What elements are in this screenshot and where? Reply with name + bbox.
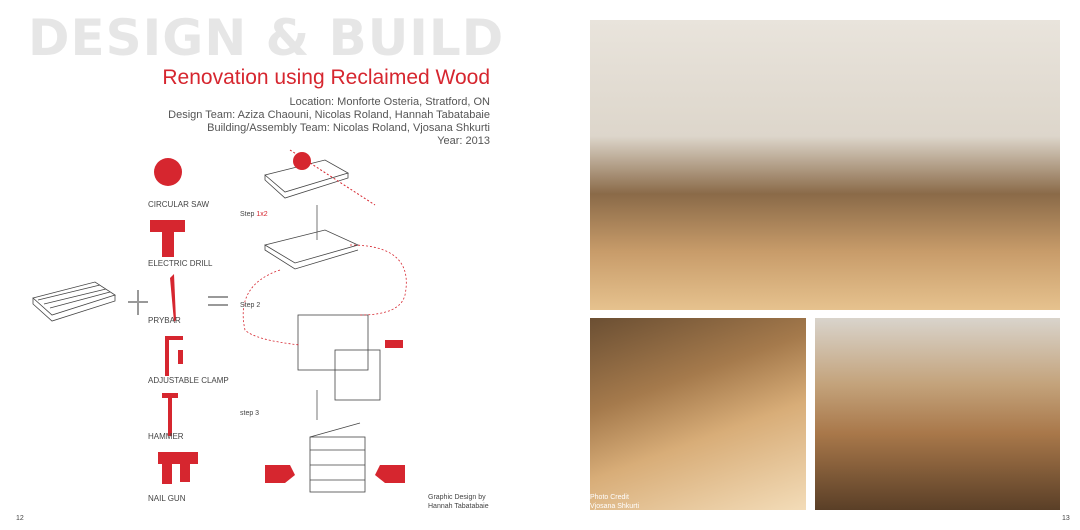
page-title: DESIGN & BUILD — [28, 9, 505, 67]
plus-icon — [128, 290, 148, 315]
step-prefix: Step — [240, 211, 257, 218]
nail-gun-icon — [158, 452, 198, 464]
electric-drill-icon — [150, 220, 185, 232]
graphic-credit: Graphic Design by — [428, 494, 486, 501]
equals-icon — [208, 296, 228, 306]
meta-location: Location: Monforte Osteria, Stratford, O… — [289, 96, 490, 108]
circular-saw-icon — [293, 152, 311, 170]
graphic-credit-name: Hannah Tabatabaie — [428, 503, 489, 510]
pallet-equation — [32, 281, 228, 322]
tool-label: CIRCULAR SAW — [148, 200, 210, 209]
step-3-label: step 3 — [240, 410, 260, 417]
photo-credit: Photo Credit — [590, 494, 629, 501]
photo-counter-detail — [815, 318, 1060, 510]
hammer-icon — [168, 396, 172, 436]
page-number-left: 12 — [16, 515, 24, 522]
photo-restaurant-interior — [590, 20, 1060, 310]
photo-credit-name: Vjosana Shkurti — [590, 503, 640, 510]
hand-icon — [375, 465, 405, 483]
assembly-diagram — [242, 149, 407, 493]
tool-label: ADJUSTABLE CLAMP — [148, 376, 229, 385]
step-2-label: Step 2 — [240, 302, 261, 309]
prybar-icon — [170, 274, 176, 322]
tool-label: PRYBAR — [148, 316, 181, 325]
drill-icon — [385, 340, 403, 348]
page-number-right: 13 — [1062, 515, 1070, 522]
photo-table-closeup — [590, 318, 806, 510]
tool-label: HAMMER — [148, 432, 184, 441]
tool-icons — [150, 158, 198, 484]
adjustable-clamp-icon — [165, 336, 169, 376]
tool-label: NAIL GUN — [148, 494, 186, 503]
subtitle: Renovation using Reclaimed Wood — [162, 66, 490, 89]
pallet-icon — [32, 281, 116, 322]
meta-design-team: Design Team: Aziza Chaouni, Nicolas Rola… — [168, 109, 490, 121]
circular-saw-icon — [154, 158, 182, 186]
step-suffix: 1x2 — [256, 211, 268, 218]
hand-icon — [265, 465, 295, 483]
meta-year: Year: 2013 — [437, 135, 490, 147]
tool-label: ELECTRIC DRILL — [148, 259, 213, 268]
meta-build-team: Building/Assembly Team: Nicolas Roland, … — [207, 122, 490, 134]
step-1-label: Step 1x2 — [240, 211, 268, 219]
